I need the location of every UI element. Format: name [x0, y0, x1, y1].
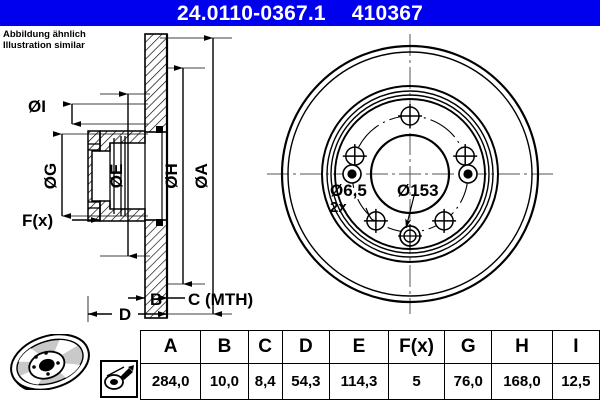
cross-section-view: ØI ØG ØE ØH: [22, 33, 253, 324]
disclaimer-line-en: Illustration similar: [3, 40, 85, 51]
centerlines: [267, 34, 553, 314]
reference-number: 410367: [351, 1, 424, 25]
dimension-table: A B C D E F(x) G H I 284,0 10,0 8,4 54,3…: [0, 329, 600, 400]
label-dia-g: ØG: [41, 163, 60, 189]
table-value-d: 54,3: [281, 363, 331, 400]
label-f-x: F(x): [22, 211, 53, 230]
dimension-b: B: [128, 284, 162, 318]
table-header-e: E: [329, 329, 390, 365]
table-value-g: 76,0: [444, 363, 493, 400]
table-value-fx: 5: [388, 363, 446, 400]
callout-dia-6-5: Ø6,5: [330, 181, 367, 200]
ring-shoulder: [156, 126, 163, 226]
dimension-c-mth: C (MTH): [159, 284, 253, 318]
hub-rings: [321, 85, 499, 263]
disc-outer-edge-inner: [287, 51, 533, 297]
leader-dia-153: [405, 187, 417, 229]
table-value-i: 12,5: [551, 363, 600, 400]
bolt-hole-detail: [88, 143, 100, 209]
label-b: B: [150, 290, 162, 309]
table-header-d: D: [281, 329, 331, 365]
brake-disc-3d-thumbnail: [0, 331, 100, 400]
part-number: 24.0110-0367.1: [176, 1, 326, 25]
table-header-h: H: [491, 329, 553, 365]
disclaimer-line-de: Abbildung ähnlich: [3, 29, 86, 40]
dimension-dia-h: ØH: [162, 65, 205, 287]
table-header-c: C: [247, 329, 283, 365]
table-value-row: 284,0 10,0 8,4 54,3 114,3 5 76,0 168,0 1…: [0, 363, 600, 400]
dimension-dia-e: ØE: [100, 91, 150, 259]
disc-outer-edge: [280, 44, 540, 304]
table-header-a: A: [139, 329, 202, 365]
table-header-b: B: [200, 329, 249, 365]
table-value-e: 114,3: [329, 363, 390, 400]
table-header-row: A B C D E F(x) G H I: [0, 329, 600, 398]
label-dia-e: ØE: [107, 164, 126, 189]
wheel-bolt-holes: [342, 104, 478, 233]
dimension-dia-a: ØA: [160, 35, 232, 317]
table-header-g: G: [444, 329, 493, 365]
table-value-c: 8,4: [247, 363, 283, 400]
table-value-a: 284,0: [139, 363, 202, 400]
table-header-i: I: [551, 329, 600, 365]
table-value-h: 168,0: [491, 363, 553, 400]
leader-dia-6-5: [365, 207, 378, 222]
callout-small-hole-count: 2x: [330, 199, 347, 216]
dimension-d: D: [87, 296, 167, 324]
locating-hole: [398, 224, 422, 248]
disc-face-lines: [161, 34, 169, 318]
label-dia-a: ØA: [192, 163, 211, 189]
callout-dia-153: Ø153: [397, 181, 439, 200]
table-header-fx: F(x): [388, 329, 446, 365]
label-dia-h: ØH: [162, 163, 181, 189]
dimension-f-x: F(x): [22, 211, 100, 230]
dimension-dia-i: ØI: [28, 97, 148, 127]
label-d: D: [119, 305, 131, 324]
label-dia-i: ØI: [28, 97, 46, 116]
friction-ring-section: [144, 33, 168, 319]
measuring-tool-icon: [100, 331, 141, 400]
table-value-b: 10,0: [200, 363, 249, 400]
front-view: Ø6,5 2x Ø153: [267, 34, 553, 314]
illustration-disclaimer: Abbildung ähnlich Illustration similar: [3, 29, 153, 51]
label-c-mth: C (MTH): [188, 290, 253, 309]
header-banner: 24.0110-0367.1 410367: [0, 0, 600, 26]
technical-drawing: ØI ØG ØE ØH: [22, 33, 553, 324]
threaded-holes: [342, 164, 478, 184]
